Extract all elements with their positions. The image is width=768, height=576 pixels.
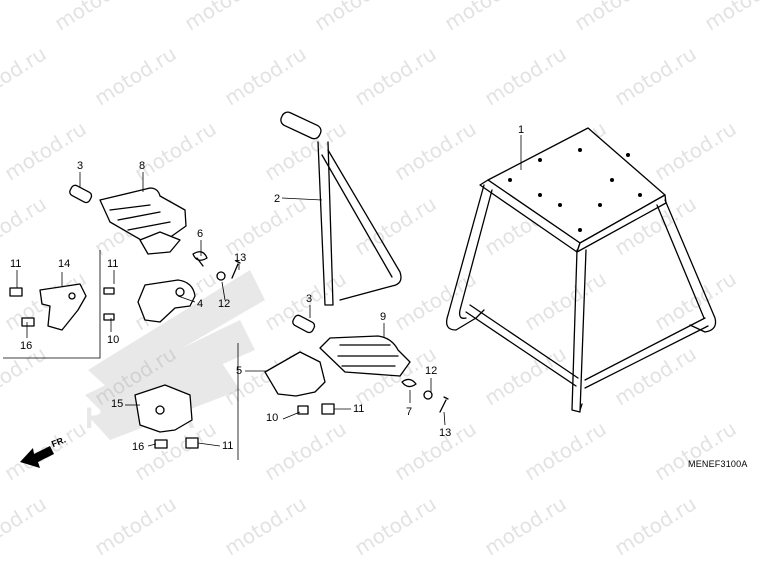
- callout-13a: 13: [234, 252, 247, 264]
- footpeg-right: [134, 314, 449, 449]
- callout-2: 2: [274, 193, 281, 205]
- front-arrow: [20, 446, 54, 468]
- footpeg-left: [9, 184, 241, 331]
- callout-3a: 3: [77, 160, 84, 172]
- callout-3b: 3: [306, 293, 313, 305]
- stand-box: [445, 127, 717, 413]
- callout-14: 14: [58, 258, 71, 270]
- lift-stand: [280, 111, 402, 306]
- callout-12b: 12: [425, 365, 438, 377]
- callout-9: 9: [380, 311, 387, 323]
- callout-11c: 11: [353, 403, 365, 415]
- callout-8: 8: [139, 160, 146, 172]
- callout-16b: 16: [132, 441, 145, 453]
- callout-15: 15: [111, 398, 124, 410]
- callout-6: 6: [197, 228, 204, 240]
- callout-10a: 10: [107, 334, 120, 346]
- diagram-reference-code: MENEF3100A: [688, 459, 748, 469]
- callout-11d: 11: [222, 440, 234, 452]
- callout-10b: 10: [266, 412, 279, 424]
- callout-4: 4: [197, 298, 204, 310]
- callout-16a: 16: [20, 340, 33, 352]
- callout-5: 5: [236, 365, 243, 377]
- group-divider-left: [3, 250, 101, 359]
- callout-11a: 11: [107, 258, 119, 270]
- callout-11b: 11: [10, 258, 22, 270]
- leader-lines: [16, 135, 522, 447]
- callout-7: 7: [406, 406, 413, 418]
- callout-13b: 13: [439, 427, 452, 439]
- callout-12a: 12: [218, 298, 231, 310]
- callout-1: 1: [518, 124, 525, 136]
